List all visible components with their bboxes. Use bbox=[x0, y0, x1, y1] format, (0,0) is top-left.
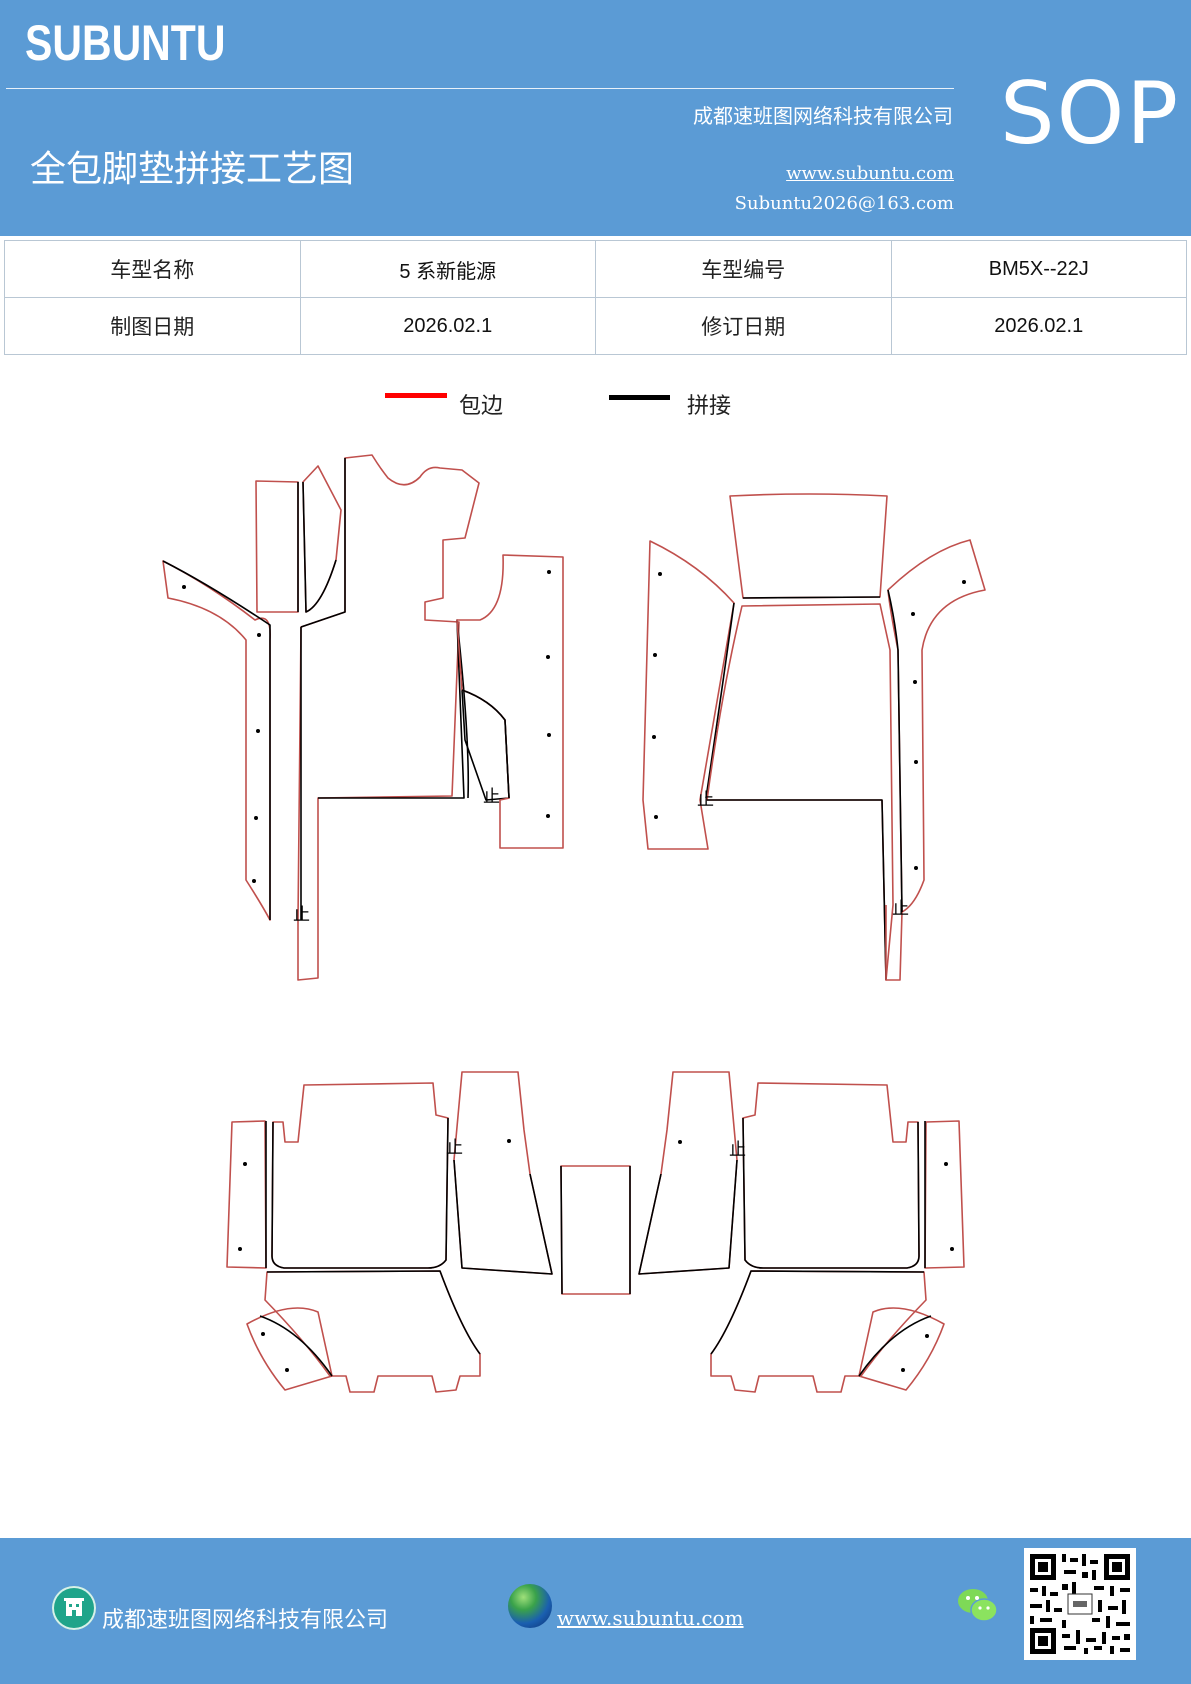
header-email: Subuntu2026@163.com bbox=[734, 193, 954, 214]
mat-piece-rear-right-hump bbox=[638, 1071, 738, 1275]
brand-logo: SUBUNTU bbox=[25, 15, 226, 71]
table-row: 车型名称 5 系新能源 车型编号 BM5X--22J bbox=[4, 240, 1187, 298]
value-draw-date: 2026.02.1 bbox=[299, 297, 596, 355]
stop-mark: 止 bbox=[446, 1138, 463, 1158]
mat-piece-front-right-top bbox=[729, 493, 888, 599]
legend-label-seam: 拼接 bbox=[687, 394, 732, 419]
mat-piece-rear-left-hump bbox=[453, 1071, 553, 1275]
wechat-icon[interactable] bbox=[956, 1586, 1000, 1630]
stop-mark: 止 bbox=[293, 905, 310, 925]
legend-swatch-edge bbox=[385, 393, 447, 398]
stop-mark: 止 bbox=[892, 899, 909, 919]
footer-banner: 成都速班图网络科技有限公司 www.subuntu.com bbox=[0, 1538, 1191, 1684]
floor-mat-diagram: 止 止 止 止 止 止 bbox=[162, 454, 986, 1393]
building-icon bbox=[52, 1586, 96, 1630]
mat-piece-rear-right-corner bbox=[858, 1307, 945, 1391]
stop-mark: 止 bbox=[697, 790, 714, 810]
footer-company: 成都速班图网络科技有限公司 bbox=[102, 1608, 389, 1633]
mat-piece-rear-center bbox=[560, 1165, 631, 1295]
value-revision-date: 2026.02.1 bbox=[890, 297, 1187, 355]
vehicle-info-table: 车型名称 5 系新能源 车型编号 BM5X--22J 制图日期 2026.02.… bbox=[4, 240, 1187, 355]
mat-piece-rear-left-corner bbox=[246, 1307, 333, 1391]
qr-code bbox=[1024, 1548, 1136, 1660]
header-banner: SUBUNTU 成都速班图网络科技有限公司 SOP 全包脚垫拼接工艺图 www.… bbox=[0, 0, 1191, 236]
mat-piece-front-left-main bbox=[297, 454, 480, 981]
mat-piece-rear-left-side bbox=[226, 1120, 267, 1269]
mat-piece-front-left-pillar bbox=[255, 480, 299, 613]
mat-piece-front-left-console-strip bbox=[456, 554, 564, 849]
stop-mark: 止 bbox=[483, 787, 500, 807]
footer-website-link[interactable]: www.subuntu.com bbox=[557, 1606, 744, 1630]
mat-piece-front-right-left-strip bbox=[642, 540, 735, 850]
label-revision-date: 修订日期 bbox=[595, 297, 892, 355]
mat-piece-rear-left-main bbox=[271, 1082, 449, 1269]
page-title: 全包脚垫拼接工艺图 bbox=[30, 149, 355, 190]
globe-icon bbox=[508, 1584, 552, 1628]
header-company: 成都速班图网络科技有限公司 bbox=[693, 104, 953, 128]
legend-label-edge: 包边 bbox=[459, 394, 504, 419]
header-website-link[interactable]: www.subuntu.com bbox=[786, 163, 954, 184]
mat-piece-rear-right-side bbox=[924, 1120, 965, 1269]
label-model-code: 车型编号 bbox=[595, 240, 892, 298]
mat-piece-front-right-sill bbox=[887, 539, 986, 913]
table-row: 制图日期 2026.02.1 修订日期 2026.02.1 bbox=[4, 297, 1187, 355]
mat-piece-front-right-main bbox=[706, 603, 894, 981]
positioning-dots bbox=[182, 570, 966, 1372]
label-model-name: 车型名称 bbox=[4, 240, 301, 298]
label-draw-date: 制图日期 bbox=[4, 297, 301, 355]
sop-badge: SOP bbox=[1000, 64, 1181, 164]
mat-piece-rear-right-main bbox=[742, 1082, 920, 1269]
legend-swatch-seam bbox=[609, 395, 670, 400]
header-divider bbox=[6, 88, 954, 89]
mat-piece-front-left-narrow bbox=[302, 465, 342, 613]
value-model-code: BM5X--22J bbox=[890, 240, 1187, 298]
value-model-name: 5 系新能源 bbox=[299, 240, 596, 298]
stop-mark: 止 bbox=[729, 1140, 746, 1160]
